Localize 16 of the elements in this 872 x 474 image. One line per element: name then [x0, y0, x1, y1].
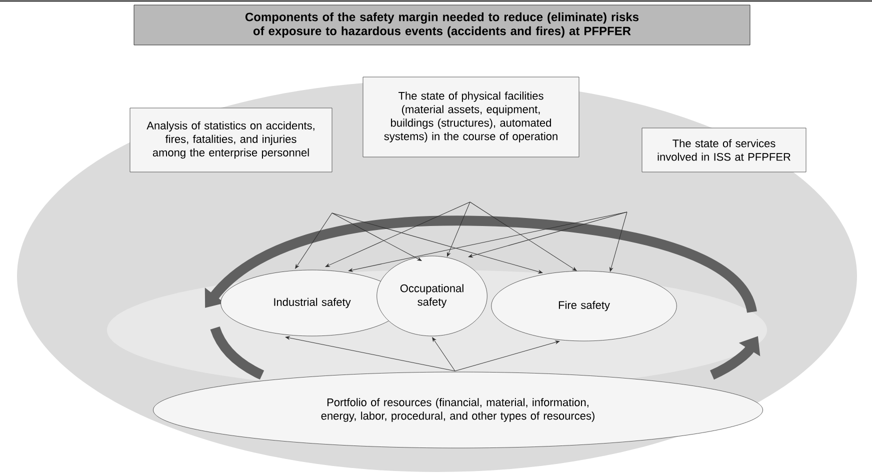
arrow [332, 212, 543, 274]
title-banner: Components of the safety margin needed to reduce (eliminate) risks of exposure to hazardous events (accidents and fires) at PFPFER [134, 4, 750, 46]
text-box: The state of services involved in ISS at PFPFER [642, 128, 806, 172]
arrow [468, 212, 628, 258]
arrow [295, 212, 332, 269]
arrow [447, 202, 470, 257]
arrow [470, 202, 577, 271]
text-box: The state of physical facilities (material assets, equipment, buildings (structures), automated systems) in the course of operation [362, 76, 580, 158]
arrow [285, 336, 456, 372]
arrow [325, 202, 470, 267]
text-box: Analysis of statistics on accidents, fires, fatalities, and injuries among the enterprise personnel [130, 108, 332, 172]
arrow [454, 340, 560, 372]
arrow [348, 212, 628, 272]
arrow [332, 212, 422, 261]
arrow [610, 212, 628, 272]
arrow [432, 337, 456, 372]
